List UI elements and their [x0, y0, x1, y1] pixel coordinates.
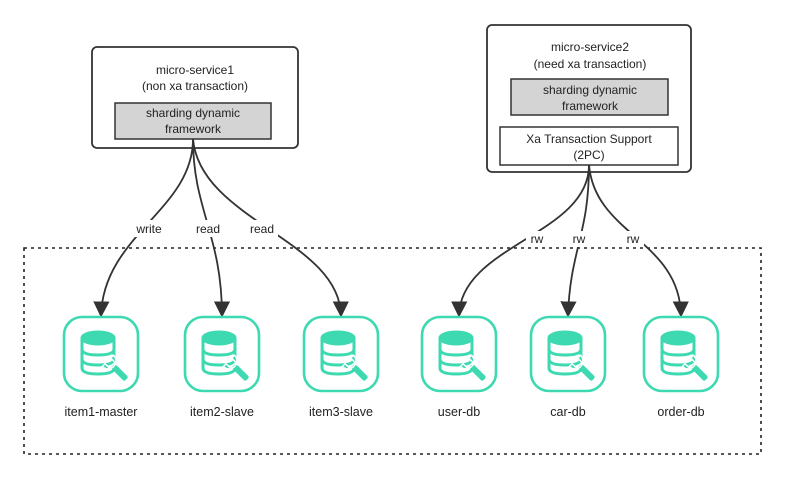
db-label-item1-master: item1-master — [65, 405, 138, 419]
service1-framework-line1: sharding dynamic — [146, 106, 240, 120]
xa-support-box — [499, 126, 679, 166]
service1-subtitle: (non xa transaction) — [142, 79, 248, 93]
db-label-item2-slave: item2-slave — [190, 405, 254, 419]
service2-subtitle: (need xa transaction) — [534, 57, 647, 71]
service2-framework-line1: sharding dynamic — [543, 83, 637, 97]
edge-label-read-2: read — [250, 222, 274, 236]
service2-framework-box — [510, 78, 669, 116]
service1-framework-line2: framework — [165, 122, 222, 136]
db-node-item1-master: item1-master — [62, 315, 140, 419]
database-wrench-icon — [302, 315, 380, 393]
service1-framework-box — [114, 102, 272, 140]
db-node-item3-slave: item3-slave — [302, 315, 380, 419]
xa-support-line2: (2PC) — [573, 148, 604, 162]
database-wrench-icon — [183, 315, 261, 393]
edge-label-read-1: read — [196, 222, 220, 236]
db-node-item2-slave: item2-slave — [183, 315, 261, 419]
db-node-order-db: order-db — [642, 315, 720, 419]
db-label-car-db: car-db — [550, 405, 585, 419]
micro-service1-box: micro-service1 (non xa transaction) shar… — [91, 46, 299, 149]
edge-label-write: write — [135, 222, 162, 236]
service2-framework-line2: framework — [562, 99, 619, 113]
database-wrench-icon — [642, 315, 720, 393]
edge-label-rw-2: rw — [573, 232, 586, 246]
edge-label-rw-1: rw — [531, 232, 544, 246]
service1-title: micro-service1 — [156, 63, 234, 77]
database-wrench-icon — [529, 315, 607, 393]
database-wrench-icon — [420, 315, 498, 393]
db-label-user-db: user-db — [438, 405, 480, 419]
service2-title: micro-service2 — [551, 40, 629, 54]
edge-rw-user-db — [451, 164, 590, 318]
db-label-item3-slave: item3-slave — [309, 405, 373, 419]
database-wrench-icon — [62, 315, 140, 393]
edge-label-rw-3: rw — [627, 232, 640, 246]
db-node-car-db: car-db — [529, 315, 607, 419]
db-node-user-db: user-db — [420, 315, 498, 419]
db-label-order-db: order-db — [657, 405, 704, 419]
micro-service2-box: micro-service2 (need xa transaction) sha… — [486, 24, 692, 173]
database-cluster-boundary — [23, 247, 762, 455]
xa-support-line1: Xa Transaction Support — [526, 132, 652, 146]
